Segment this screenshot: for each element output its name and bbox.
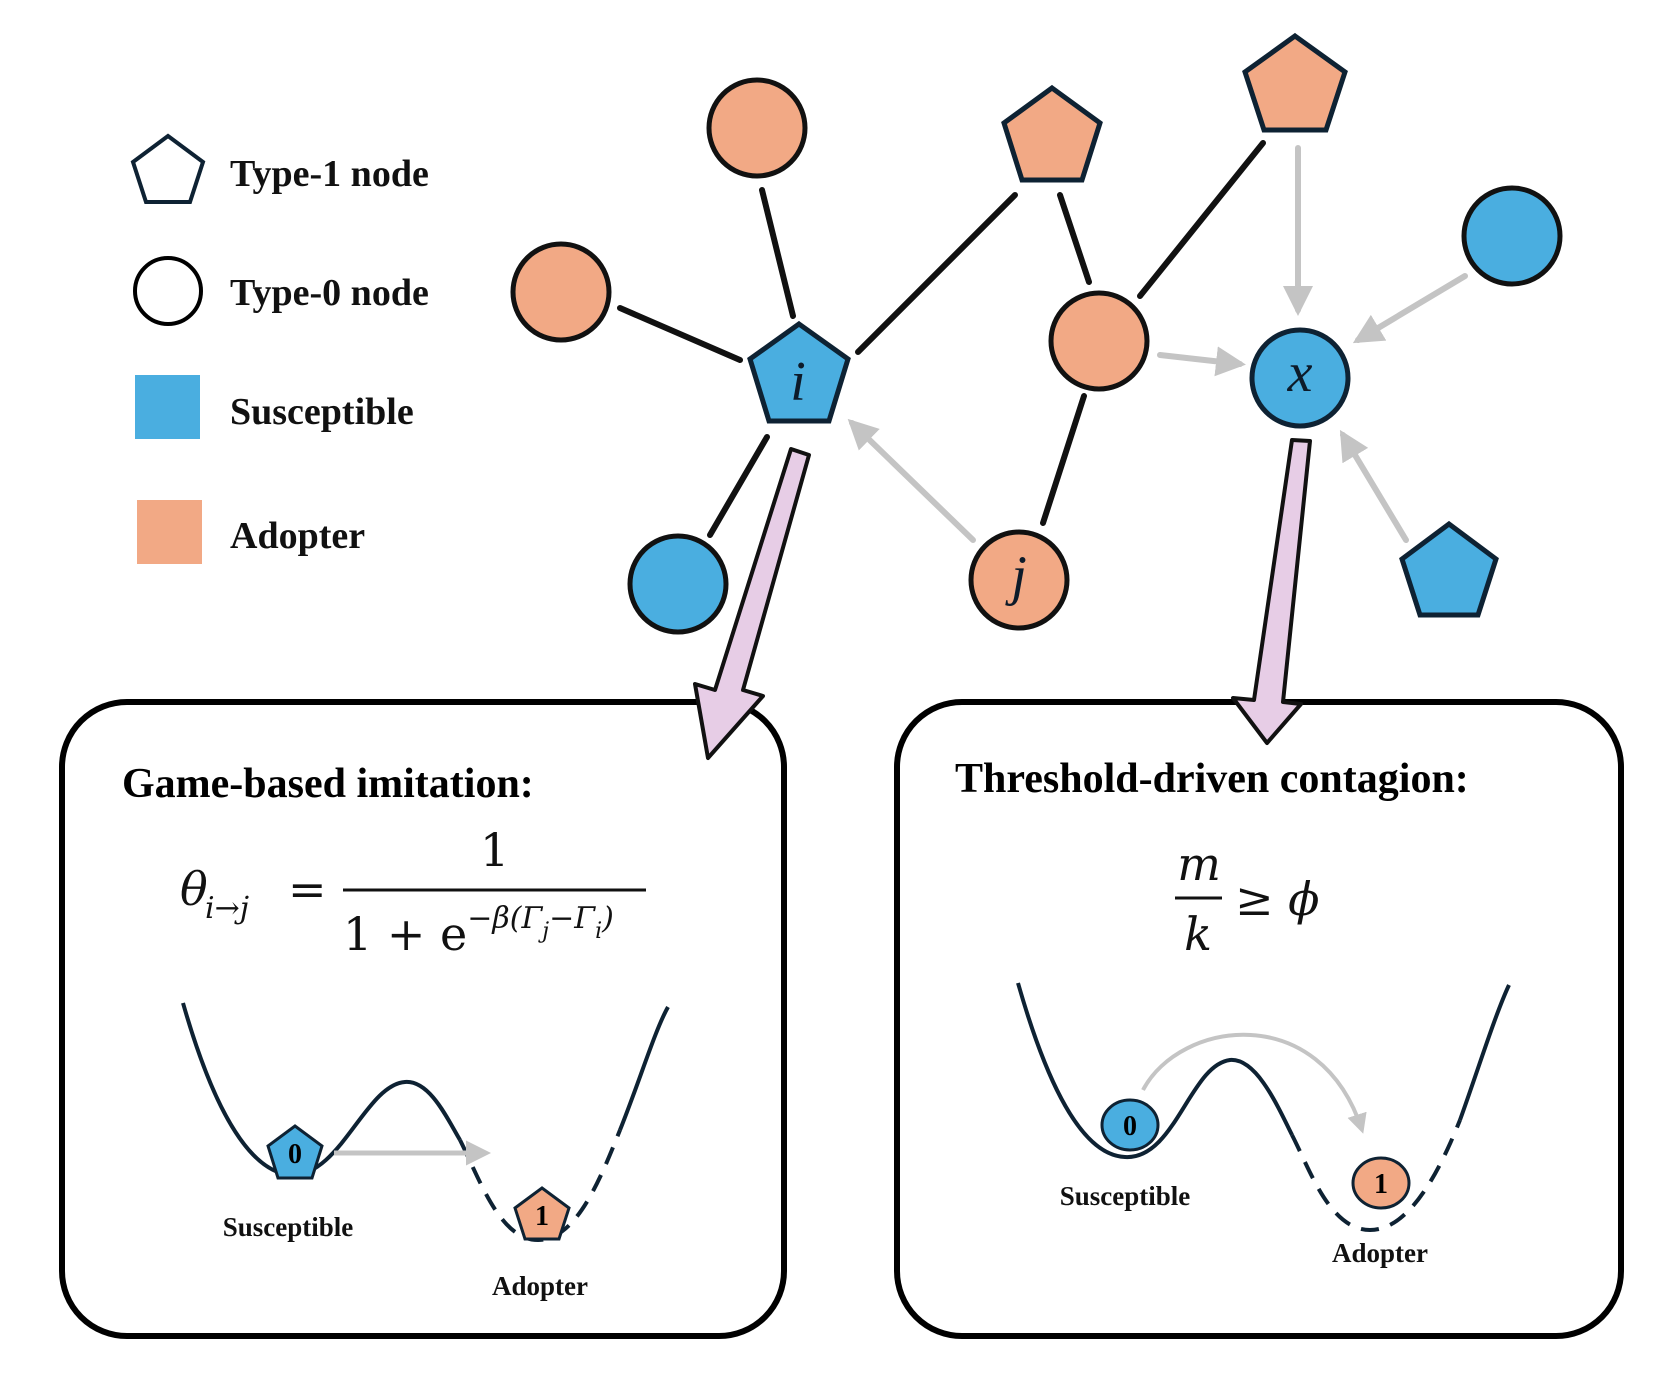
- well-right-susceptible-label: Susceptible: [1060, 1181, 1191, 1211]
- threshold-potential-well: 0 1 Susceptible Adopter: [1016, 982, 1511, 1268]
- badge-left-number: 0: [288, 1139, 302, 1170]
- formula-equals: =: [288, 862, 327, 916]
- node-x-circle: [1249, 327, 1351, 429]
- node-x-label: x: [1287, 342, 1313, 404]
- panel-right-title: Threshold-driven contagion:: [955, 756, 1469, 802]
- edge-i-top-circle: [759, 187, 796, 319]
- imitation-formula: θ i→j = 1 1 + e−β(Γj−Γi): [180, 823, 646, 961]
- well-right-right-wall: [1458, 984, 1511, 1121]
- formula-geq-phi: ≥ ϕ: [1235, 872, 1320, 926]
- edge-blue-circle-to-x: [1352, 273, 1468, 344]
- legend: Type-1 node Type-0 node Susceptible Adop…: [130, 133, 429, 564]
- legend-pentagon-icon: [130, 133, 206, 204]
- edge-i-pentagon-mid: [855, 192, 1018, 355]
- legend-adopter-label: Adopter: [230, 515, 365, 557]
- badge-susceptible-pentagon: 0: [266, 1124, 324, 1180]
- network-nodes: i x j: [510, 32, 1563, 635]
- edge-center-pentagon-right: [1137, 140, 1266, 299]
- badge-susceptible-circle: 0: [1100, 1098, 1160, 1152]
- node-susceptible-pentagon-bottom-right: [1399, 520, 1499, 618]
- formula-denom-exponent: −β(Γ: [467, 901, 543, 936]
- edge-center-to-x: [1157, 346, 1246, 377]
- badge-adopter-pentagon: 1: [513, 1186, 571, 1241]
- legend-adopter-swatch: [137, 500, 202, 564]
- node-susceptible-top-right-circle: [1461, 185, 1563, 287]
- badge-pentagon-0-icon: [266, 1124, 324, 1180]
- legend-type1-label: Type-1 node: [230, 153, 429, 195]
- badge-right-panel-right-number: 1: [1374, 1169, 1388, 1200]
- node-j-label: j: [1005, 545, 1027, 607]
- edge-i-left-circle: [617, 305, 743, 363]
- well-left-right-wall: [618, 1006, 670, 1131]
- formula-denominator: 1 + e−β(Γj−Γi): [343, 901, 614, 961]
- threshold-transition-arrow: [1141, 1032, 1367, 1134]
- network-edges: [617, 140, 1468, 543]
- edge-blue-pentagon-to-x: [1339, 429, 1409, 543]
- panel-left-frame: [59, 699, 787, 1339]
- legend-type0-label: Type-0 node: [230, 272, 429, 314]
- node-adopter-center-circle: [1048, 290, 1150, 392]
- badge-circle-1-icon: [1351, 1156, 1411, 1210]
- edge-pentagon-mid-center: [1057, 192, 1092, 285]
- well-left-adopter-label: Adopter: [492, 1271, 588, 1301]
- edge-i-bottom-circle: [707, 434, 770, 538]
- node-j-circle: [968, 529, 1070, 631]
- legend-circle-icon: [133, 256, 203, 326]
- edge-center-j: [1040, 393, 1087, 526]
- panel-left-title: Game-based imitation:: [122, 761, 534, 807]
- formula-denom-minus: −Γ: [549, 901, 596, 936]
- node-adopter-left-circle: [510, 241, 612, 343]
- big-arrow-left: [693, 447, 811, 760]
- legend-susceptible-swatch: [135, 375, 200, 439]
- node-adopter-pentagon-right: [1242, 32, 1348, 133]
- formula-k: k: [1184, 907, 1212, 961]
- legend-susceptible-label: Susceptible: [230, 391, 414, 433]
- well-right-dashed-curve: [1290, 1119, 1462, 1233]
- node-susceptible-bottom-circle: [627, 533, 729, 635]
- badge-circle-0-icon: [1100, 1098, 1160, 1152]
- formula-numerator: 1: [480, 823, 509, 877]
- panel-right: Threshold-driven contagion: m k ≥ ϕ 0 1 …: [955, 756, 1511, 1268]
- formula-denom-base: 1 + e: [343, 907, 467, 961]
- badge-right-panel-left-number: 0: [1123, 1111, 1137, 1142]
- node-i: i: [747, 320, 851, 424]
- formula-denom-close: ): [601, 901, 614, 936]
- badge-right-number: 1: [535, 1201, 549, 1232]
- node-i-pentagon: [747, 320, 851, 424]
- edge-j-to-i: [847, 418, 976, 543]
- formula-theta-subscript: i→j: [205, 891, 249, 926]
- formula-m: m: [1177, 837, 1221, 891]
- formula-denom-sub-i: i: [595, 919, 602, 944]
- big-arrow-right: [1231, 438, 1312, 745]
- well-right-solid-curve: [1016, 982, 1294, 1160]
- badge-pentagon-1-icon: [513, 1186, 571, 1241]
- imitation-potential-well: 0 1 Susceptible Adopter: [181, 1002, 670, 1301]
- threshold-formula: m k ≥ ϕ: [1175, 837, 1320, 961]
- node-i-label: i: [790, 351, 806, 413]
- formula-theta: θ: [180, 862, 208, 916]
- node-x: x: [1249, 327, 1351, 429]
- node-j: j: [968, 529, 1070, 631]
- well-left-susceptible-label: Susceptible: [223, 1212, 354, 1242]
- badge-adopter-circle: 1: [1351, 1156, 1411, 1210]
- node-adopter-top-circle: [706, 77, 808, 179]
- node-adopter-pentagon-mid: [1001, 84, 1103, 183]
- panel-left: Game-based imitation: θ i→j = 1 1 + e−β(…: [122, 761, 670, 1301]
- well-right-adopter-label: Adopter: [1332, 1238, 1428, 1268]
- well-left-solid-curve: [181, 1002, 462, 1178]
